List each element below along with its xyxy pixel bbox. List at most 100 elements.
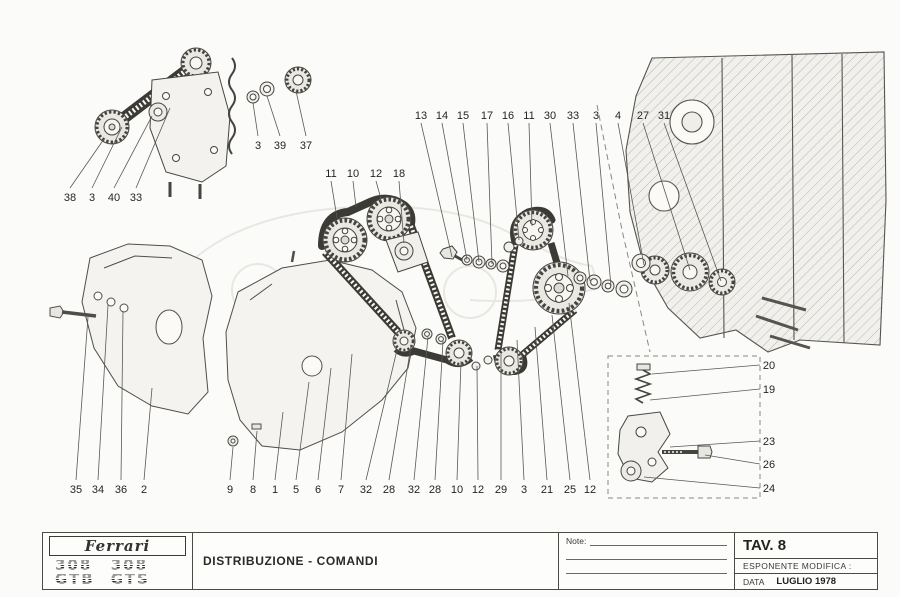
callout-leader — [252, 430, 258, 481]
callout-number: 12 — [370, 168, 382, 180]
callout-number: 33 — [567, 110, 579, 122]
technical-diagram: 1314151716113033342731111012183393738340… — [49, 47, 887, 499]
logo-cell: Ferrari 308 GTB 308 GTS — [43, 533, 193, 589]
callout-number: 3 — [89, 192, 95, 204]
esponente-modifica-label: ESPONENTE MODIFICA : — [735, 559, 877, 575]
callout-number: 37 — [300, 140, 312, 152]
callout-leader — [551, 314, 571, 481]
title-block-right: TAV. 8 ESPONENTE MODIFICA : DATA LUGLIO … — [735, 533, 877, 589]
callout-number: 35 — [70, 484, 82, 496]
callout-leader — [317, 367, 332, 481]
callout-leader — [642, 122, 691, 271]
callout-number: 24 — [763, 483, 775, 495]
block-studs — [755, 296, 811, 350]
data-label: DATA — [743, 576, 765, 587]
callout-leader — [663, 122, 722, 282]
callout-number: 15 — [457, 110, 469, 122]
note-label: Note: — [566, 536, 587, 546]
callout-leader — [388, 345, 412, 481]
callout-number: 17 — [481, 110, 493, 122]
data-value: LUGLIO 1978 — [776, 576, 837, 588]
callout-number: 4 — [615, 110, 621, 122]
callout-leader — [295, 381, 310, 481]
upper-left-cam-drive — [94, 47, 312, 199]
callout-leader — [568, 302, 591, 481]
callout-number: 8 — [250, 484, 256, 496]
callout-leader — [75, 316, 89, 481]
left-bank-belt-drive — [318, 194, 493, 371]
callout-leader — [617, 122, 645, 266]
callout-leader — [365, 349, 398, 481]
right-bank-belt-drive — [493, 206, 586, 376]
callout-leader — [528, 122, 533, 227]
callout-number: 25 — [564, 484, 576, 496]
callout-leader — [97, 304, 109, 481]
callout-number: 28 — [429, 484, 441, 496]
callout-leader — [295, 90, 307, 137]
callout-number: 40 — [108, 192, 120, 204]
model-308-gts: 308 GTS — [110, 556, 150, 589]
section-dashed-line — [596, 104, 651, 353]
callout-leader — [120, 310, 124, 481]
callout-number: 38 — [64, 192, 76, 204]
note-line — [566, 573, 727, 574]
callout-number: 39 — [274, 140, 286, 152]
callout-leader — [69, 138, 105, 189]
model-number: 308 — [110, 556, 149, 574]
engine-block — [625, 51, 887, 353]
fastener-row — [439, 245, 651, 298]
title-block: Ferrari 308 GTB 308 GTS DISTRIBUZIONE - … — [42, 532, 878, 590]
callout-leader — [534, 326, 548, 481]
callout-number: 30 — [544, 110, 556, 122]
callout-leader — [456, 360, 462, 481]
model-308-gtb: 308 GTB — [55, 557, 95, 589]
callout-leader — [441, 122, 468, 261]
callout-number: 13 — [415, 110, 427, 122]
model-trim: GTS — [110, 570, 150, 589]
callout-number: 3 — [255, 140, 261, 152]
timing-belt-cover-left — [49, 243, 213, 415]
ferrari-logo: Ferrari — [49, 536, 186, 556]
callout-leader — [434, 340, 444, 481]
callout-leader — [549, 122, 569, 277]
callout-number: 20 — [763, 360, 775, 372]
callout-leader — [651, 364, 761, 375]
callout-number: 26 — [763, 459, 775, 471]
callout-number: 34 — [92, 484, 104, 496]
callout-number: 10 — [347, 168, 359, 180]
model-badges: 308 GTB 308 GTS — [49, 556, 186, 589]
tensioner-detail — [607, 355, 761, 499]
callout-number: 3 — [521, 484, 527, 496]
callout-leader — [135, 107, 171, 189]
callout-leader — [516, 339, 525, 481]
callout-number: 36 — [115, 484, 127, 496]
callout-number: 19 — [763, 384, 775, 396]
callout-number: 14 — [436, 110, 448, 122]
model-trim: GTB — [55, 570, 95, 589]
callout-number: 3 — [593, 110, 599, 122]
callout-number: 32 — [408, 484, 420, 496]
brand-name: Ferrari — [84, 537, 151, 555]
callout-leader — [669, 440, 761, 448]
callout-leader — [649, 388, 761, 401]
callout-number: 23 — [763, 436, 775, 448]
callout-number: 5 — [293, 484, 299, 496]
callout-leader — [572, 122, 591, 282]
note-line — [590, 536, 727, 546]
callout-number: 32 — [360, 484, 372, 496]
callout-leader — [420, 122, 453, 258]
callout-leader — [340, 353, 353, 481]
callout-number: 33 — [130, 192, 142, 204]
callout-leader — [462, 122, 480, 263]
callout-number: 9 — [227, 484, 233, 496]
timing-belt-cover-center — [225, 250, 417, 451]
callout-leader — [113, 115, 153, 189]
callout-number: 10 — [451, 484, 463, 496]
callout-leader — [143, 387, 153, 481]
callout-leader — [330, 180, 338, 219]
callout-number: 12 — [472, 484, 484, 496]
callout-leader — [352, 180, 357, 208]
callout-number: 16 — [502, 110, 514, 122]
